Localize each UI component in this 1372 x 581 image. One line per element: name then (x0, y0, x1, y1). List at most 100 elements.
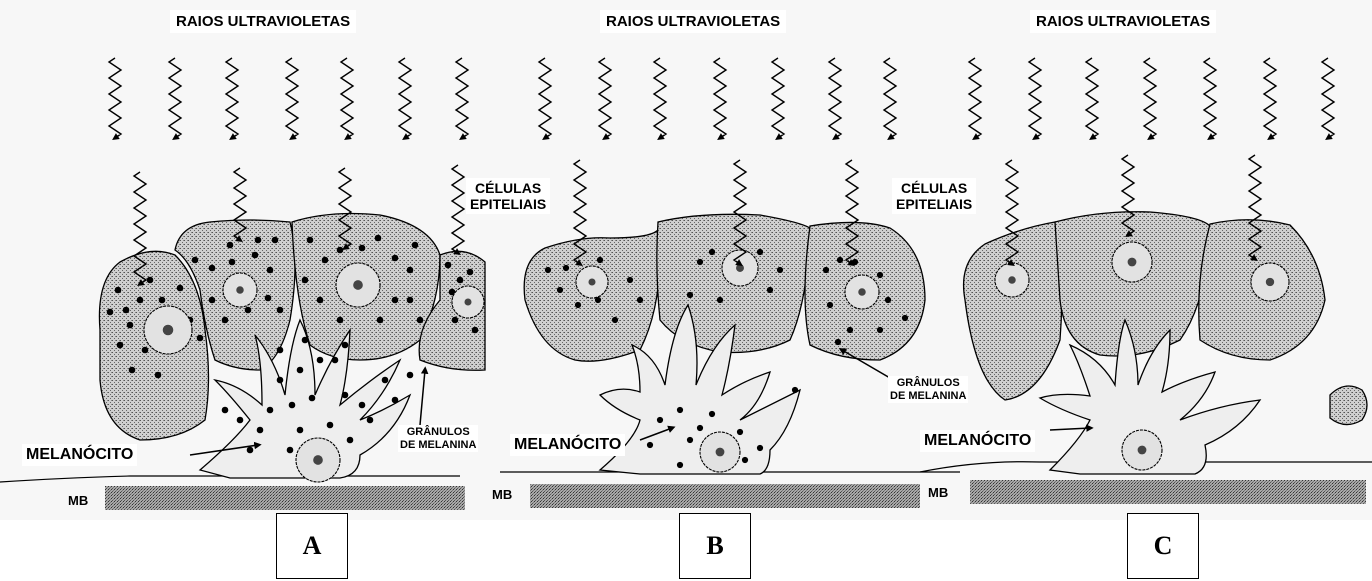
melanin-granule-icon (545, 267, 551, 273)
melanin-granule-icon (852, 259, 858, 265)
nucleolus (1266, 278, 1274, 286)
melanin-granule-icon (697, 425, 703, 431)
melanin-granule-icon (737, 429, 743, 435)
granules-label-a-line1: GRÂNULOS (400, 426, 476, 439)
granules-label-b-line1: GRÂNULOS (890, 377, 966, 390)
melanin-granule-icon (177, 285, 184, 292)
nucleolus (236, 286, 243, 293)
melanin-granule-icon (767, 287, 773, 293)
melanin-granule-icon (287, 447, 294, 454)
melanin-granule-icon (637, 297, 643, 303)
melanin-granule-icon (407, 297, 414, 304)
panel-letter-b: B (679, 513, 751, 579)
melanin-granule-icon (597, 257, 603, 263)
melanin-granule-icon (575, 302, 581, 308)
melanin-granule-icon (209, 265, 216, 272)
nucleolus (1128, 258, 1137, 267)
melanin-granule-icon (472, 327, 479, 334)
melanin-granule-icon (392, 297, 399, 304)
epithelial-cells-label-b: CÉLULAS EPITELIAIS (466, 178, 550, 214)
melanin-granule-icon (612, 317, 618, 323)
uv-title-a: RAIOS ULTRAVIOLETAS (170, 10, 356, 33)
melanin-granule-icon (245, 307, 252, 314)
melanin-granule-icon (209, 297, 216, 304)
melanin-granule-icon (837, 257, 843, 263)
uv-title-c: RAIOS ULTRAVIOLETAS (1030, 10, 1216, 33)
melanin-granule-icon (885, 297, 891, 303)
melanin-granule-icon (302, 277, 309, 284)
melanin-granule-icon (827, 302, 833, 308)
melanin-granule-icon (557, 287, 563, 293)
melanin-granule-icon (317, 357, 324, 364)
melanin-granule-icon (127, 322, 134, 329)
nucleolus (1008, 276, 1015, 283)
melanin-granule-icon (382, 377, 389, 384)
melanin-granule-icon (877, 327, 883, 333)
epithelial-cells-label-c: CÉLULAS EPITELIAIS (892, 178, 976, 214)
melanin-granule-icon (322, 257, 329, 264)
melanin-granule-icon (777, 267, 783, 273)
epithelial-cells-label-c-line1: CÉLULAS (896, 180, 972, 196)
panel-letter-c: C (1127, 513, 1199, 579)
melanin-granule-icon (627, 277, 633, 283)
melanin-granule-icon (687, 292, 693, 298)
melanocyte-label-b: MELANÓCITO (510, 434, 625, 456)
mb-label-c: MB (928, 486, 948, 501)
melanin-granule-icon (272, 237, 279, 244)
melanin-granule-icon (277, 377, 284, 384)
melanin-granule-icon (367, 417, 374, 424)
melanin-granule-icon (677, 407, 683, 413)
melanin-granule-icon (277, 307, 284, 314)
melanin-granule-icon (657, 417, 663, 423)
melanin-granule-icon (407, 267, 414, 274)
melanin-granule-icon (247, 447, 254, 454)
nucleolus (858, 288, 865, 295)
epithelial-cells-label-b-line1: CÉLULAS (470, 180, 546, 196)
melanin-granule-icon (222, 407, 229, 414)
melanin-granule-icon (709, 249, 715, 255)
melanin-granule-icon (375, 235, 382, 242)
melanin-granule-icon (297, 367, 304, 374)
melanin-granule-icon (835, 339, 841, 345)
granules-label-a: GRÂNULOS DE MELANINA (398, 425, 478, 452)
nucleolus (313, 455, 323, 465)
melanin-granule-icon (847, 327, 853, 333)
melanin-granule-icon (452, 317, 459, 324)
melanin-granule-icon (823, 267, 829, 273)
melanocyte-label-c: MELANÓCITO (920, 430, 1035, 452)
melanin-granule-icon (417, 317, 424, 324)
granules-label-b: GRÂNULOS DE MELANINA (888, 376, 968, 403)
melanin-granule-icon (159, 297, 166, 304)
nucleolus (464, 298, 471, 305)
melanin-granule-icon (229, 259, 236, 266)
melanin-granule-icon (197, 335, 204, 342)
panel-letter-a: A (276, 513, 348, 579)
melanin-granule-icon (563, 265, 569, 271)
melanin-granule-icon (792, 387, 798, 393)
melanin-granule-icon (255, 237, 262, 244)
melanin-granule-icon (457, 277, 464, 284)
melanin-granule-icon (392, 397, 399, 404)
melanin-granule-icon (717, 297, 723, 303)
melanin-granule-icon (307, 237, 314, 244)
melanin-granule-icon (407, 372, 414, 379)
nucleolus (1138, 446, 1147, 455)
melanin-granule-icon (757, 445, 763, 451)
mb-label-a: MB (68, 494, 88, 509)
melanin-granule-icon (107, 309, 114, 316)
melanin-granule-icon (317, 297, 324, 304)
melanin-granule-icon (359, 402, 366, 409)
melanin-granule-icon (302, 337, 309, 344)
nucleolus (353, 280, 363, 290)
mb-label-b: MB (492, 488, 512, 503)
melanin-granule-icon (332, 357, 339, 364)
melanin-granule-icon (359, 245, 366, 252)
basement-membrane-band (970, 480, 1366, 504)
melanin-granule-icon (342, 342, 349, 349)
melanin-granule-icon (289, 402, 296, 409)
nucleolus (588, 278, 595, 285)
melanin-granule-icon (392, 255, 399, 262)
melanin-granule-icon (342, 392, 349, 399)
melanin-granule-icon (267, 407, 274, 414)
melanin-granule-icon (142, 347, 149, 354)
